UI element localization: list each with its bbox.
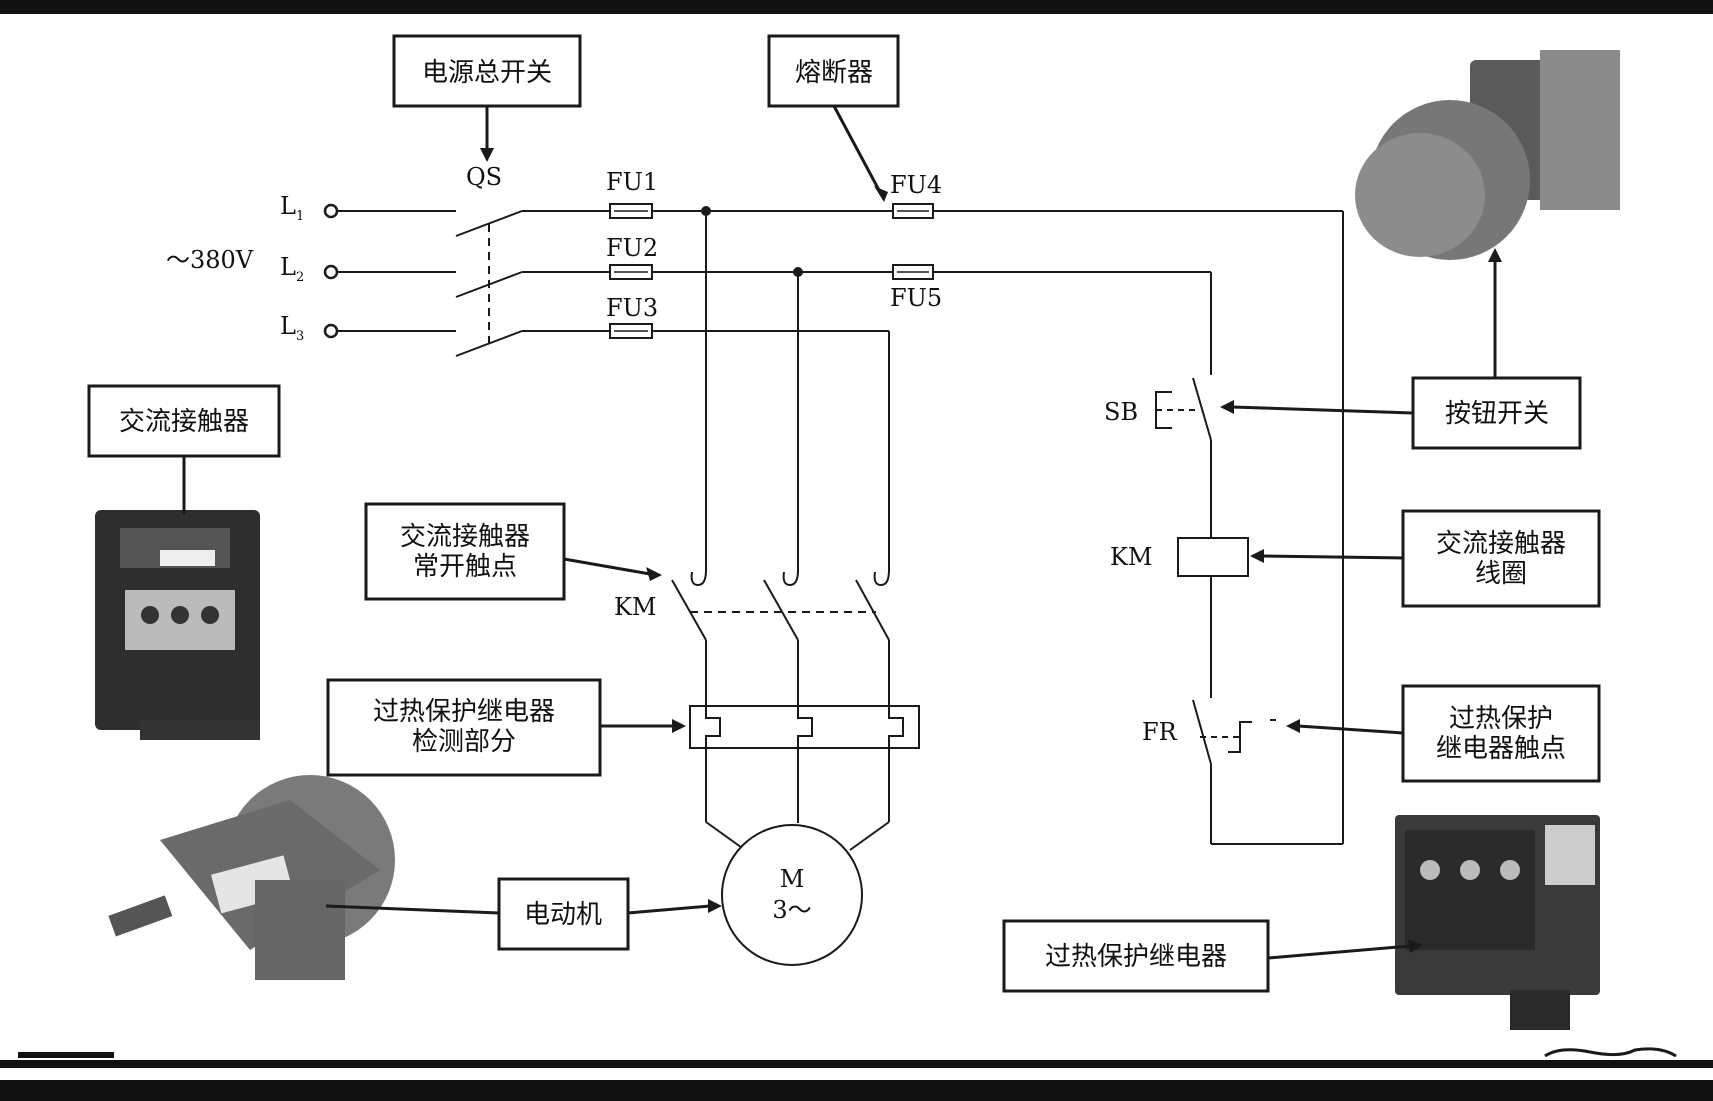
KM-coil-label: KM xyxy=(1110,543,1153,571)
terminals xyxy=(323,203,339,339)
fuse-inner-lines xyxy=(614,210,929,332)
overload-relay-photo xyxy=(1395,815,1600,1030)
junctions xyxy=(701,206,803,277)
motor-M-label: M xyxy=(780,865,805,893)
FU4-label: FU4 xyxy=(890,171,942,199)
fuse-label: 熔断器 xyxy=(795,58,873,88)
contactor-coil-label: 交流接触器线圈 xyxy=(1436,529,1566,589)
L2-label: L2 xyxy=(280,253,304,285)
FU3-label: FU3 xyxy=(606,294,658,322)
callout-arrows xyxy=(182,105,1497,960)
L1-label: L1 xyxy=(280,192,304,224)
L3-label: L3 xyxy=(280,312,304,344)
callout-labels: 电源总开关 熔断器 按钮开关 交流接触器 交流接触器常开触点 交流接触器线圈 过… xyxy=(119,58,1566,972)
push-button-photo xyxy=(1355,50,1620,260)
contactor-no-contact-label: 交流接触器常开触点 xyxy=(400,522,530,582)
overload-relay-label: 过热保护继电器 xyxy=(1045,942,1227,972)
overload-contact-label: 过热保护继电器触点 xyxy=(1436,704,1566,764)
symbol-labels: L1 L2 L3 ～380V QS FU1 FU2 FU3 FU4 FU5 SB… xyxy=(166,163,1178,924)
QS-label: QS xyxy=(466,163,502,191)
FU2-label: FU2 xyxy=(606,234,658,262)
contactor-label: 交流接触器 xyxy=(119,407,249,437)
motor-phase-label: 3～ xyxy=(772,896,811,924)
KM-main-label: KM xyxy=(614,593,657,621)
corner-scribble xyxy=(1515,1047,1677,1101)
km-contact-hooks xyxy=(690,569,890,587)
main-switch-label: 电源总开关 xyxy=(422,58,552,88)
km-coil-symbol xyxy=(1177,537,1249,577)
SB-label: SB xyxy=(1104,398,1138,426)
FU5-label: FU5 xyxy=(890,284,942,312)
contactor-photo xyxy=(95,510,260,740)
motor-photo xyxy=(108,775,395,980)
arrowheads xyxy=(480,148,1502,953)
push-button-label: 按钮开关 xyxy=(1445,399,1549,429)
overload-detect-label: 过热保护继电器检测部分 xyxy=(373,697,555,757)
motor-symbol xyxy=(721,824,863,966)
FU1-label: FU1 xyxy=(606,168,658,196)
voltage-label: ～380V xyxy=(166,246,254,274)
callout-boxes xyxy=(87,34,1601,993)
motor-label: 电动机 xyxy=(524,900,602,930)
overload-detector-symbol xyxy=(689,705,920,749)
FR-label: FR xyxy=(1142,718,1178,746)
